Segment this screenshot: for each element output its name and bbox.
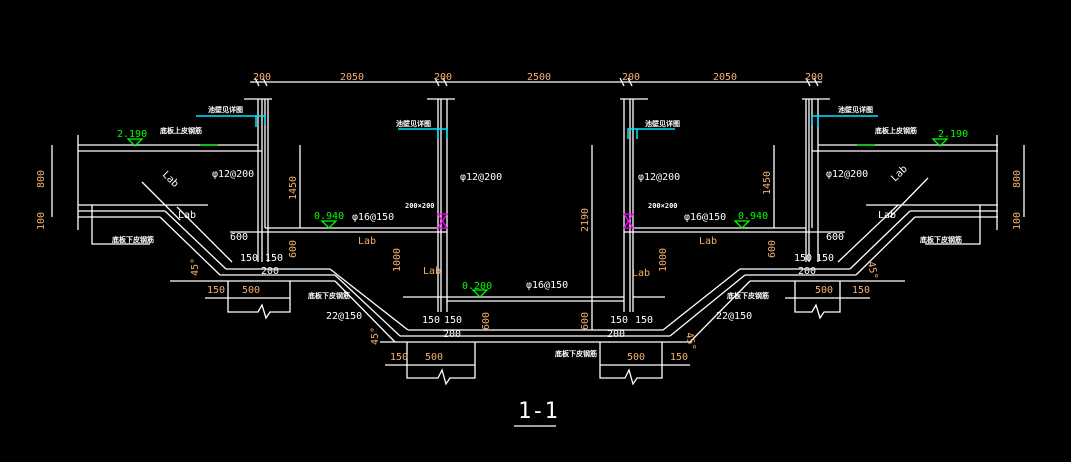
dim-top-4: 2500 bbox=[527, 72, 551, 83]
dim-1000-right: 1000 bbox=[658, 248, 669, 272]
section-title: 1-1 bbox=[518, 399, 558, 424]
lab-7: Lab bbox=[878, 210, 896, 221]
lab-8: Lab bbox=[889, 164, 910, 185]
elevation-marker-icon bbox=[126, 138, 144, 147]
lab-1: Lab bbox=[178, 210, 196, 221]
dim-200-4: 200 bbox=[798, 266, 816, 277]
elevation-right-ledge: 0.940 bbox=[738, 211, 768, 222]
haunch-left-label: 200×200 bbox=[405, 202, 435, 210]
rebar-wall-r-inner: φ12@200 bbox=[638, 172, 680, 183]
rebar-ledge-r: φ16@150 bbox=[684, 212, 726, 223]
note-wall-detail-2: 池壁见详图 bbox=[396, 119, 431, 128]
angle-45-2: 45° bbox=[370, 327, 381, 345]
dim-150-8: 150 bbox=[816, 253, 834, 264]
dim-top-5: 200 bbox=[622, 72, 640, 83]
elevation-center: 0.200 bbox=[462, 281, 492, 292]
haunch-right-marker bbox=[622, 213, 635, 229]
note-wall-detail-1: 池壁见详图 bbox=[208, 105, 243, 114]
dim-500-foot-2: 500 bbox=[425, 352, 443, 363]
rebar-wall-l-inner: φ12@200 bbox=[460, 172, 502, 183]
lab-4: Lab bbox=[423, 266, 441, 277]
dim-600-5: 600 bbox=[481, 312, 492, 330]
dim-top-7: 200 bbox=[805, 72, 823, 83]
elevation-marker-icon bbox=[320, 220, 338, 229]
top-slabs bbox=[77, 135, 998, 230]
dim-1450-left: 1450 bbox=[288, 176, 299, 200]
haunch-right-label: 200×200 bbox=[648, 202, 678, 210]
dim-800-left: 800 bbox=[36, 170, 47, 188]
dim-200-2: 200 bbox=[443, 329, 461, 340]
rebar-ledge-l: φ16@150 bbox=[352, 212, 394, 223]
dim-150-2: 150 bbox=[265, 253, 283, 264]
dim-600-2: 600 bbox=[826, 232, 844, 243]
dim-top-2: 2050 bbox=[340, 72, 364, 83]
dim-150-foot-1: 150 bbox=[207, 285, 225, 296]
dim-500-foot-3: 500 bbox=[627, 352, 645, 363]
note-slab-bottom-5: 底板下皮钢筋 bbox=[920, 235, 962, 244]
angle-45-4: 45° bbox=[865, 261, 879, 281]
dim-150-foot-4: 150 bbox=[852, 285, 870, 296]
rebar-slope-l: 22@150 bbox=[326, 311, 362, 322]
cyan-markers bbox=[196, 115, 878, 139]
dim-150-5: 150 bbox=[610, 315, 628, 326]
dim-600-3: 600 bbox=[288, 240, 299, 258]
rebar-wall-l-outer: φ12@200 bbox=[212, 169, 254, 180]
dim-500-foot-1: 500 bbox=[242, 285, 260, 296]
dim-150-3: 150 bbox=[422, 315, 440, 326]
lab-3: Lab bbox=[358, 236, 376, 247]
lab-5: Lab bbox=[632, 268, 650, 279]
dim-200-3: 200 bbox=[607, 329, 625, 340]
dim-150-6: 150 bbox=[635, 315, 653, 326]
dim-top-3: 200 bbox=[434, 72, 452, 83]
lab-2: Lab bbox=[160, 169, 181, 190]
rebar-wall-r-outer: φ12@200 bbox=[826, 169, 868, 180]
dim-500-foot-4: 500 bbox=[815, 285, 833, 296]
dim-top-6: 2050 bbox=[713, 72, 737, 83]
note-slab-top-right: 底板上皮钢筋 bbox=[875, 126, 917, 135]
elevation-marker-icon bbox=[471, 289, 489, 298]
dim-600-6: 600 bbox=[580, 312, 591, 330]
lab-6: Lab bbox=[699, 236, 717, 247]
angle-45-1: 45° bbox=[190, 258, 201, 276]
dim-2190: 2190 bbox=[580, 208, 591, 232]
note-wall-detail-4: 池壁见详图 bbox=[838, 105, 873, 114]
dim-200-1: 200 bbox=[261, 266, 279, 277]
note-slab-bottom-4: 底板下皮钢筋 bbox=[727, 291, 769, 300]
dim-150-foot-3: 150 bbox=[670, 352, 688, 363]
dim-600-1: 600 bbox=[230, 232, 248, 243]
dim-1450-right: 1450 bbox=[762, 171, 773, 195]
dim-600-4: 600 bbox=[767, 240, 778, 258]
rebar-center: φ16@150 bbox=[526, 280, 568, 291]
dim-150-4: 150 bbox=[444, 315, 462, 326]
dim-100-right: 100 bbox=[1012, 212, 1023, 230]
note-slab-bottom-3: 底板下皮钢筋 bbox=[555, 349, 597, 358]
elevation-marker-icon bbox=[931, 138, 949, 147]
top-dimension-line bbox=[250, 77, 822, 87]
angle-45-3: 45° bbox=[683, 332, 697, 352]
dim-100-left: 100 bbox=[36, 212, 47, 230]
dim-150-7: 150 bbox=[794, 253, 812, 264]
dim-800-right: 800 bbox=[1012, 170, 1023, 188]
bottom-outline bbox=[78, 204, 998, 386]
note-slab-bottom-2: 底板下皮钢筋 bbox=[308, 291, 350, 300]
note-wall-detail-3: 池壁见详图 bbox=[645, 119, 680, 128]
haunch-left-marker bbox=[436, 213, 449, 229]
elevation-marker-icon bbox=[733, 220, 751, 229]
elevation-left-ledge: 0.940 bbox=[314, 211, 344, 222]
elevation-left-top: 2.190 bbox=[117, 129, 147, 140]
elevation-right-top: 2.190 bbox=[938, 129, 968, 140]
dim-1000-left: 1000 bbox=[392, 248, 403, 272]
rebar-slope-r: 22@150 bbox=[716, 311, 752, 322]
note-slab-top-left: 底板上皮钢筋 bbox=[160, 126, 202, 135]
walls bbox=[244, 98, 830, 312]
note-slab-bottom-1: 底板下皮钢筋 bbox=[112, 235, 154, 244]
dim-150-foot-2: 150 bbox=[390, 352, 408, 363]
dim-top-1: 200 bbox=[253, 72, 271, 83]
dim-150-1: 150 bbox=[240, 253, 258, 264]
